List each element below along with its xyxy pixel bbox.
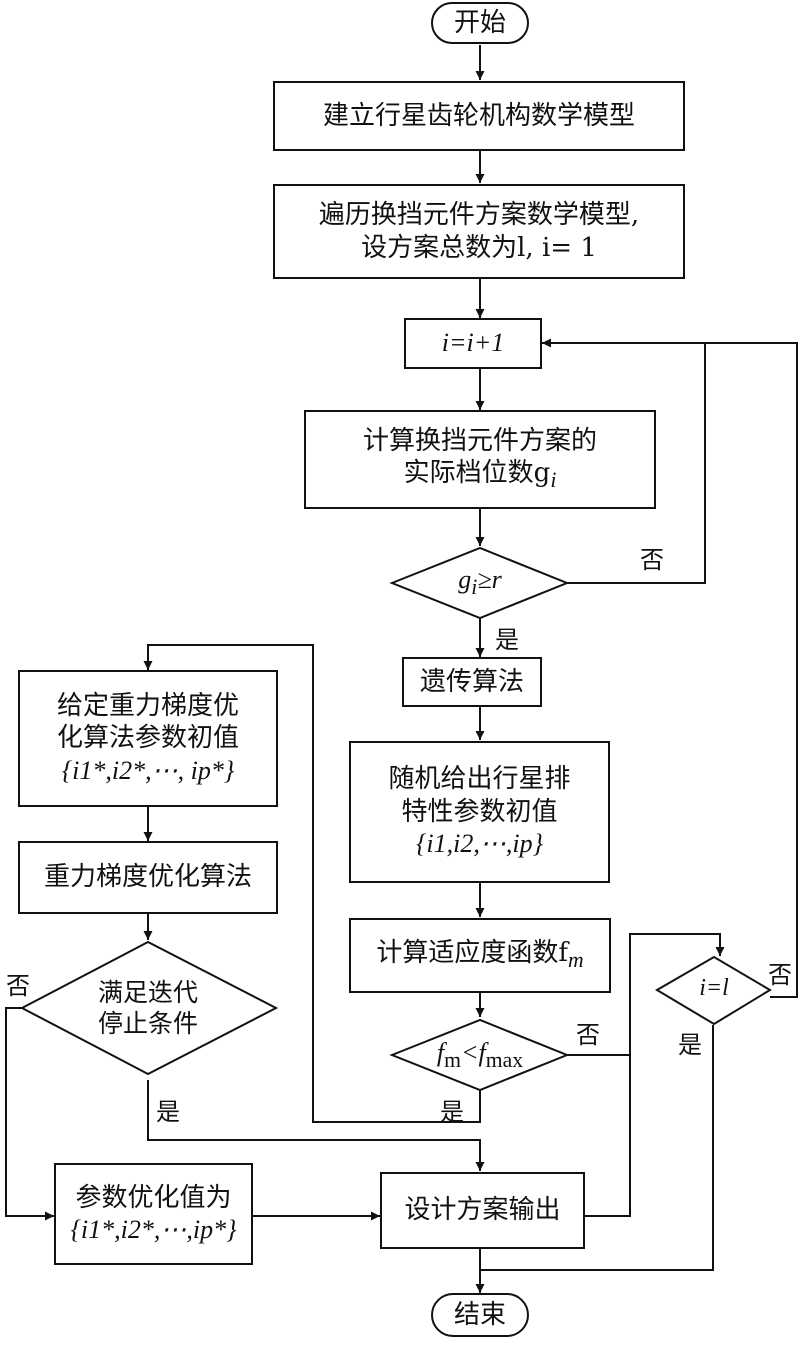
label-yes-il: 是 [678, 1031, 702, 1059]
decision-gi-sub: i [471, 575, 478, 600]
traverse-line1: 遍历换挡元件方案数学模型, [318, 200, 640, 230]
gsa-box: 重力梯度优化算法 [18, 841, 278, 914]
arrow-output-right [585, 1055, 631, 1217]
build-model-label: 建立行星齿轮机构数学模型 [322, 100, 635, 131]
random-init-line1: 随机给出行星排 [388, 764, 571, 795]
gsa-init-line1: 给定重力梯度优 [56, 690, 239, 721]
start-label: 开始 [453, 7, 506, 38]
decision-fm-sub2: max [485, 1048, 524, 1073]
design-output-box: 设计方案输出 [380, 1172, 585, 1249]
label-no-stop: 否 [6, 972, 30, 1000]
decision-stop-line2: 停止条件 [97, 1009, 198, 1038]
param-opt-set: {i1*,i2*,⋯,ip*} [70, 1215, 237, 1244]
arrow-fm-no [567, 933, 725, 1056]
decision-stop-shape [19, 940, 279, 1076]
traverse-scheme-box: 遍历换挡元件方案数学模型, 设方案总数为l, i= 1 [273, 184, 685, 279]
arrow-stop-no [5, 1007, 54, 1221]
fitness-box: 计算适应度函数fm [349, 918, 611, 993]
label-no-gi: 否 [640, 546, 664, 574]
gsa-init-box: 给定重力梯度优 化算法参数初值 {i1*,i2*,⋯, ip*} [18, 670, 278, 807]
decision-fm-mid: <f [461, 1038, 486, 1067]
gsa-init-set: {i1*,i2*,⋯, ip*} [61, 755, 235, 785]
decision-fm-f1: f [436, 1038, 445, 1067]
output-label: 设计方案输出 [404, 1195, 561, 1226]
start-terminal: 开始 [431, 2, 529, 44]
label-yes-fm: 是 [440, 1098, 464, 1126]
gsa-label: 重力梯度优化算法 [43, 862, 252, 893]
label-no-il: 否 [768, 961, 792, 989]
decision-gi-g: g [458, 565, 472, 594]
decision-fm-shape [389, 1018, 570, 1092]
increment-box: i=i+1 [404, 318, 542, 369]
decision-gi-shape [389, 546, 570, 620]
decision-il-shape [655, 955, 772, 1026]
gsa-init-line2: 化算法参数初值 [56, 723, 239, 754]
param-opt-line1: 参数优化值为 [75, 1182, 232, 1213]
genetic-label: 遗传算法 [419, 666, 524, 697]
calc-gears-subscript: i [550, 468, 557, 493]
decision-stop-text: 满足迭代 停止条件 [70, 970, 226, 1046]
arrow-fm-yes-loop [143, 644, 481, 1123]
decision-gi-rest: ≥r [477, 565, 502, 594]
label-no-fm: 否 [576, 1021, 600, 1049]
calc-gears-box: 计算换挡元件方案的 实际档位数gi [304, 410, 656, 509]
genetic-algorithm-box: 遗传算法 [402, 657, 542, 707]
decision-il-text: i=l [674, 975, 754, 1007]
fitness-subscript: m [567, 948, 584, 973]
random-init-box: 随机给出行星排 特性参数初值 {i1,i2,⋯,ip} [349, 741, 610, 883]
arrow-stop-yes [147, 1080, 485, 1171]
end-label: 结束 [453, 1299, 506, 1330]
decision-gi-text: gi≥r [420, 565, 540, 601]
param-opt-box: 参数优化值为 {i1*,i2*,⋯,ip*} [54, 1163, 253, 1265]
decision-il-label: i=l [699, 975, 729, 1001]
arrow-gi-no-loop [542, 338, 706, 584]
build-model-box: 建立行星齿轮机构数学模型 [273, 81, 685, 151]
traverse-line2: 设方案总数为l, i= 1 [361, 232, 597, 263]
arrow-il-yes [475, 1025, 714, 1293]
decision-stop-line1: 满足迭代 [97, 977, 198, 1007]
random-init-set: {i1,i2,⋯,ip} [416, 829, 543, 859]
end-terminal: 结束 [431, 1293, 529, 1337]
arrow-il-no-loop [705, 342, 798, 998]
fitness-label: 计算适应度函数f [376, 937, 568, 968]
calc-gears-line2: 实际档位数g [403, 458, 551, 489]
calc-gears-line1: 计算换挡元件方案的 [362, 425, 597, 456]
fitness-wrap: 计算适应度函数fm [376, 937, 583, 974]
increment-label: i=i+1 [441, 328, 505, 358]
decision-fm-text: fm<fmax [410, 1038, 550, 1074]
random-init-line2: 特性参数初值 [401, 796, 558, 827]
decision-fm-sub1: m [444, 1048, 461, 1073]
label-yes-stop: 是 [156, 1098, 180, 1126]
calc-gears-line2-wrap: 实际档位数gi [404, 457, 557, 494]
label-yes-gi: 是 [495, 626, 519, 654]
